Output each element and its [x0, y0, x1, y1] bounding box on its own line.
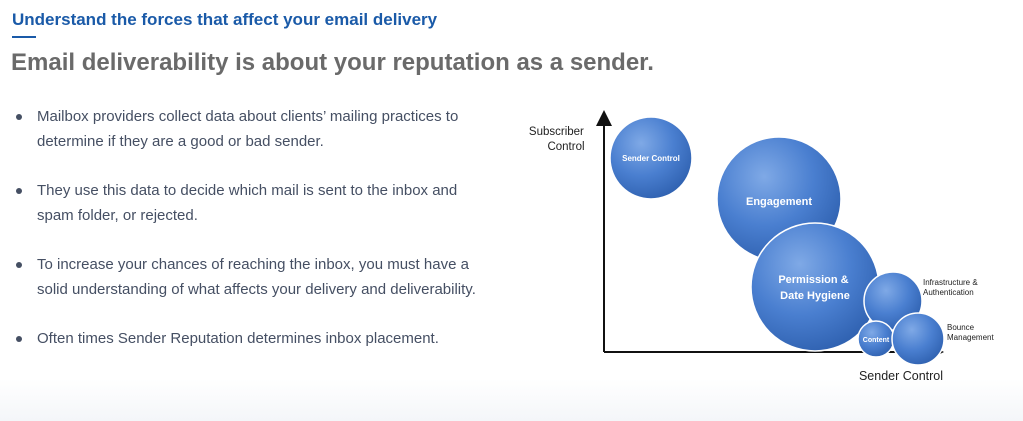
bubble-label-line: Date Hygiene	[780, 290, 850, 302]
bubble-sender-control: Sender Control	[609, 116, 693, 200]
infrastructure-label: Infrastructure & Authentication	[923, 278, 980, 297]
side-label-line: Bounce	[947, 323, 975, 332]
bubble-label: Content	[863, 337, 890, 344]
side-label-line: Authentication	[923, 288, 974, 297]
y-axis-label-line: Subscriber	[529, 126, 584, 138]
bullet-text: Mailbox providers collect data about cli…	[37, 108, 459, 150]
bullet-item: Mailbox providers collect data about cli…	[16, 104, 486, 154]
bullet-item: Often times Sender Reputation determines…	[16, 326, 486, 351]
page-heading: Understand the forces that affect your e…	[12, 10, 438, 29]
side-label-line: Management	[947, 333, 994, 342]
bullet-dot-icon	[16, 188, 22, 194]
bullet-dot-icon	[16, 336, 22, 342]
bubble-content: Content	[857, 320, 895, 358]
y-axis-label: Subscriber Control	[529, 126, 587, 153]
bubble-label-line: Permission &	[778, 274, 848, 286]
bullet-list: Mailbox providers collect data about cli…	[16, 104, 486, 375]
bullet-text: Often times Sender Reputation determines…	[37, 330, 439, 347]
heading-underline	[12, 36, 36, 38]
bullet-text: To increase your chances of reaching the…	[37, 256, 476, 298]
bullet-item: To increase your chances of reaching the…	[16, 252, 486, 302]
bubble-label: Sender Control	[622, 154, 680, 163]
x-axis-label: Sender Control	[859, 369, 943, 383]
bullet-text: They use this data to decide which mail …	[37, 182, 458, 224]
bubble-permission-hygiene: Permission & Date Hygiene	[750, 222, 880, 352]
bullet-item: They use this data to decide which mail …	[16, 178, 486, 228]
bullet-dot-icon	[16, 262, 22, 268]
bubble-label: Engagement	[746, 196, 812, 208]
y-axis-label-line: Control	[547, 141, 584, 153]
bubble-label: Permission & Date Hygiene	[778, 274, 851, 302]
bounce-label: Bounce Management	[947, 323, 994, 342]
side-label-line: Infrastructure &	[923, 278, 978, 287]
page-subtitle: Email deliverability is about your reput…	[11, 49, 654, 76]
bubble-bounce	[891, 312, 945, 366]
bullet-dot-icon	[16, 114, 22, 120]
